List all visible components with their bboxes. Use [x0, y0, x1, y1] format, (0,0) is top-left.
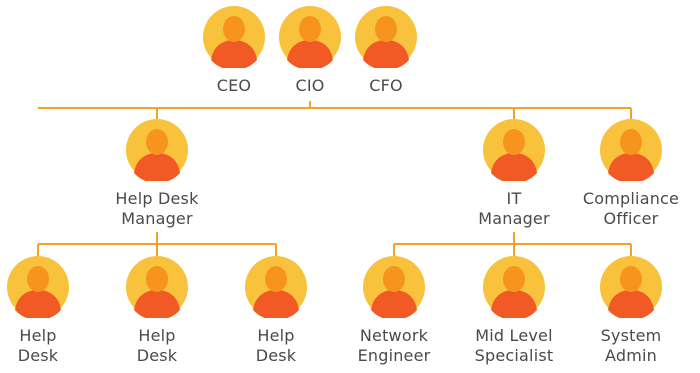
role-label: CEO [217, 76, 251, 96]
role-label-line: Help [257, 326, 295, 345]
role-label-line: Officer [603, 209, 659, 228]
role-label-line: CFO [369, 76, 403, 95]
person-avatar-icon [126, 119, 188, 181]
person-avatar-icon [483, 119, 545, 181]
role-label: CIO [295, 76, 324, 96]
person-avatar-icon [203, 6, 265, 68]
role-label-line: Help [138, 326, 176, 345]
role-label-line: CIO [295, 76, 325, 95]
role-label-line: Admin [605, 346, 657, 365]
role-label-line: Desk [136, 346, 178, 365]
role-label-line: Compliance [582, 189, 680, 208]
role-label-line: Manager [478, 209, 550, 228]
person-avatar-icon [363, 256, 425, 318]
role-label-line: System [600, 326, 662, 345]
org-node-cfo: CFO [326, 6, 446, 96]
role-label-line: Help Desk [115, 189, 199, 208]
role-label-line: Desk [17, 346, 59, 365]
person-avatar-icon [126, 256, 188, 318]
org-node-ceo: CEO [174, 6, 294, 96]
person-avatar-icon [355, 6, 417, 68]
person-avatar-icon [7, 256, 69, 318]
role-label: CFO [369, 76, 403, 96]
role-label-line: CEO [216, 76, 252, 95]
role-label-line: Manager [121, 209, 193, 228]
role-label-line: Engineer [357, 346, 431, 365]
role-label-line: Specialist [474, 346, 554, 365]
role-label-line: Network [359, 326, 429, 345]
org-node-cio: CIO [250, 6, 370, 96]
person-avatar-icon [600, 256, 662, 318]
person-avatar-icon [279, 6, 341, 68]
role-label-line: IT [506, 189, 522, 208]
person-avatar-icon [600, 119, 662, 181]
person-avatar-icon [245, 256, 307, 318]
role-label-line: Mid Level [475, 326, 553, 345]
role-label-line: Help [19, 326, 57, 345]
person-avatar-icon [483, 256, 545, 318]
role-label-line: Desk [255, 346, 297, 365]
